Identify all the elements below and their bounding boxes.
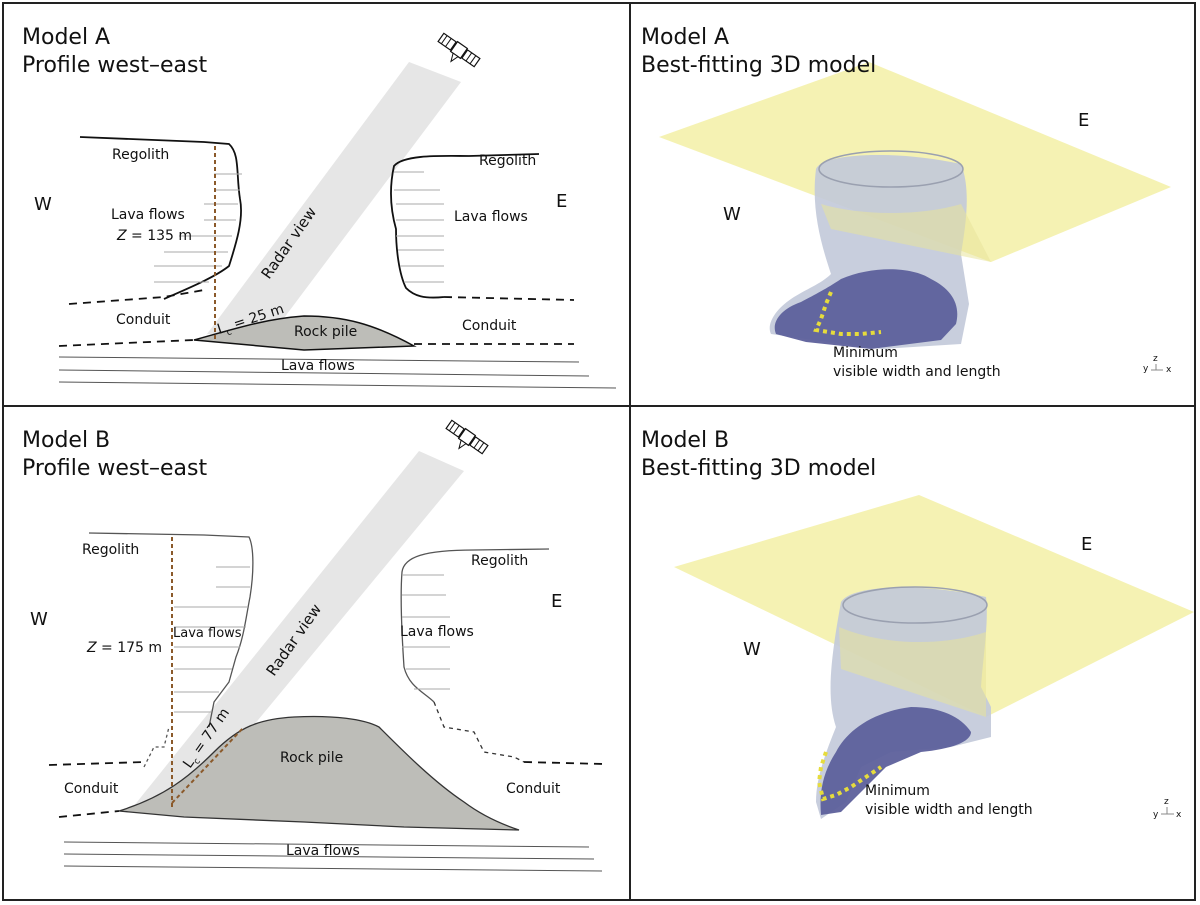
axis-triad-icon: z y x bbox=[1153, 797, 1182, 820]
panel-subtitle: Best-fitting 3D model bbox=[641, 53, 877, 78]
west-lava-layers bbox=[174, 566, 250, 713]
east-label: E bbox=[551, 591, 562, 612]
conduit-boundary-west bbox=[48, 761, 145, 766]
regolith-west-label: Regolith bbox=[82, 542, 139, 558]
depth-label: Z = 135 m bbox=[116, 228, 192, 244]
east-label: E bbox=[556, 191, 567, 212]
profile-a-diagram: Regolith Regolith W E Lava flows Lava fl… bbox=[34, 32, 617, 389]
east-lava-layers bbox=[394, 171, 444, 283]
radar-beam bbox=[129, 451, 464, 812]
regolith-east-label: Regolith bbox=[479, 153, 536, 169]
rock-pile bbox=[193, 315, 417, 351]
minimum-label-line1: Minimum bbox=[833, 345, 898, 361]
minimum-label-line2: visible width and length bbox=[833, 364, 1001, 380]
east-lava-layers bbox=[402, 574, 450, 690]
lava-flows-bottom-label: Lava flows bbox=[286, 843, 360, 859]
conduit-boundary-east bbox=[443, 296, 575, 301]
base-dashed-west bbox=[58, 810, 120, 818]
regolith-east-label: Regolith bbox=[471, 553, 528, 569]
rock-pile-label: Rock pile bbox=[294, 324, 357, 340]
lc-marker-line bbox=[171, 726, 245, 804]
svg-text:y: y bbox=[1153, 810, 1159, 820]
svg-text:z: z bbox=[1153, 354, 1158, 364]
conduit-east-label: Conduit bbox=[462, 318, 517, 334]
conduit-boundary-west bbox=[68, 289, 205, 305]
panel-a-3d-title: Model A Best-fitting 3D model bbox=[641, 24, 876, 80]
minimum-outline-marker bbox=[813, 291, 882, 336]
panel-a-profile-title: Model A Profile west–east bbox=[22, 24, 207, 80]
vertical-divider bbox=[629, 2, 631, 901]
panel-title: Model A bbox=[641, 25, 730, 50]
pit-rim bbox=[818, 150, 964, 188]
panel-subtitle: Best-fitting 3D model bbox=[641, 456, 877, 481]
panel-b-profile-title: Model B Profile west–east bbox=[22, 427, 207, 483]
panel-model-b-3d: E W Minimum visible width and length z y… bbox=[631, 407, 1196, 901]
surface-plane-front bbox=[821, 204, 991, 262]
panel-title: Model A bbox=[22, 25, 111, 50]
conduit-boundary-east bbox=[523, 761, 605, 765]
west-label: W bbox=[34, 194, 52, 215]
west-wall-steps bbox=[143, 726, 170, 768]
panel-model-a-profile: Regolith Regolith W E Lava flows Lava fl… bbox=[4, 4, 629, 405]
panel-model-a-3d: E W Minimum visible width and length z y… bbox=[631, 4, 1196, 405]
panel-title: Model B bbox=[641, 428, 730, 453]
panel-title: Model B bbox=[22, 428, 111, 453]
panel-subtitle: Profile west–east bbox=[22, 53, 208, 78]
radar-beam bbox=[207, 62, 461, 334]
conduit-west-label: Conduit bbox=[64, 781, 119, 797]
profile-b-diagram: Regolith Regolith W E Lava flows Lava fl… bbox=[30, 419, 605, 872]
east-wall-outline bbox=[400, 548, 550, 703]
model-a-3d-render: E W Minimum visible width and length z y… bbox=[659, 62, 1172, 380]
west-wall-outline bbox=[88, 532, 254, 728]
west-label: W bbox=[743, 639, 761, 660]
pit-floor bbox=[774, 269, 958, 349]
east-label: E bbox=[1081, 534, 1092, 555]
east-label: E bbox=[1078, 110, 1089, 131]
svg-text:y: y bbox=[1143, 364, 1149, 374]
pit-floor bbox=[820, 707, 971, 815]
west-wall-outline bbox=[79, 136, 242, 300]
satellite-icon bbox=[437, 32, 481, 68]
depth-label: Z = 175 m bbox=[86, 640, 162, 656]
west-label: W bbox=[30, 609, 48, 630]
east-wall-outline bbox=[389, 153, 540, 299]
minimum-label-line2: visible width and length bbox=[865, 802, 1033, 818]
panel-model-b-profile: Regolith Regolith W E Lava flows Lava fl… bbox=[4, 407, 629, 901]
svg-text:x: x bbox=[1166, 365, 1172, 375]
svg-text:x: x bbox=[1176, 810, 1182, 820]
west-label: W bbox=[723, 204, 741, 225]
rock-pile bbox=[118, 715, 520, 831]
regolith-west-label: Regolith bbox=[112, 147, 169, 163]
pit-rim bbox=[842, 586, 988, 624]
east-wall-steps bbox=[433, 701, 525, 763]
panel-b-3d-title: Model B Best-fitting 3D model bbox=[641, 427, 876, 483]
conduit-west-label: Conduit bbox=[116, 312, 171, 328]
minimum-label-line1: Minimum bbox=[865, 783, 930, 799]
satellite-icon bbox=[445, 419, 489, 455]
rock-pile-label: Rock pile bbox=[280, 750, 343, 766]
lava-flows-east-label: Lava flows bbox=[400, 624, 474, 640]
axis-triad-icon: z y x bbox=[1143, 354, 1172, 375]
bottom-lava-lines bbox=[63, 841, 603, 872]
panel-subtitle: Profile west–east bbox=[22, 456, 208, 481]
minimum-outline-marker bbox=[816, 751, 883, 802]
lava-flows-east-label: Lava flows bbox=[454, 209, 528, 225]
bottom-lava-lines bbox=[58, 356, 617, 389]
svg-text:z: z bbox=[1164, 797, 1169, 807]
lava-flows-west-label: Lava flows bbox=[173, 626, 242, 641]
model-b-3d-render: E W Minimum visible width and length z y… bbox=[674, 495, 1194, 820]
surface-plane-front bbox=[839, 627, 986, 717]
west-lava-layers bbox=[154, 173, 242, 283]
lava-flows-bottom-label: Lava flows bbox=[281, 358, 355, 374]
lava-flows-west-label: Lava flows bbox=[111, 207, 185, 223]
base-dashed-west bbox=[58, 339, 195, 347]
horizontal-divider bbox=[2, 405, 1196, 407]
conduit-east-label: Conduit bbox=[506, 781, 561, 797]
